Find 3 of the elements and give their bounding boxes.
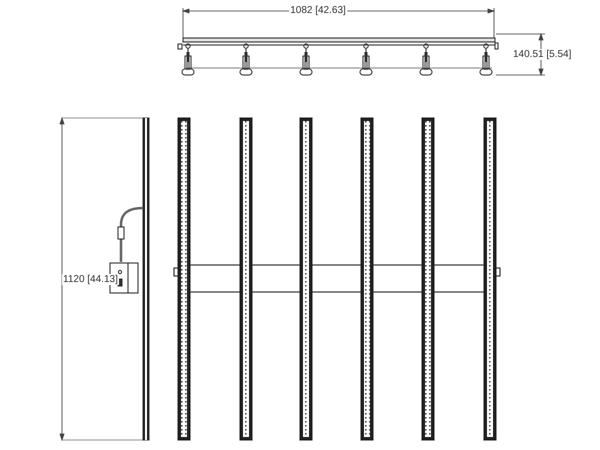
dimension-label: 1082 [42.63]: [289, 5, 347, 16]
dimension-label: 140.51 [5.54]: [512, 49, 572, 60]
dimension-label: 1120 [44.13]: [62, 274, 119, 285]
